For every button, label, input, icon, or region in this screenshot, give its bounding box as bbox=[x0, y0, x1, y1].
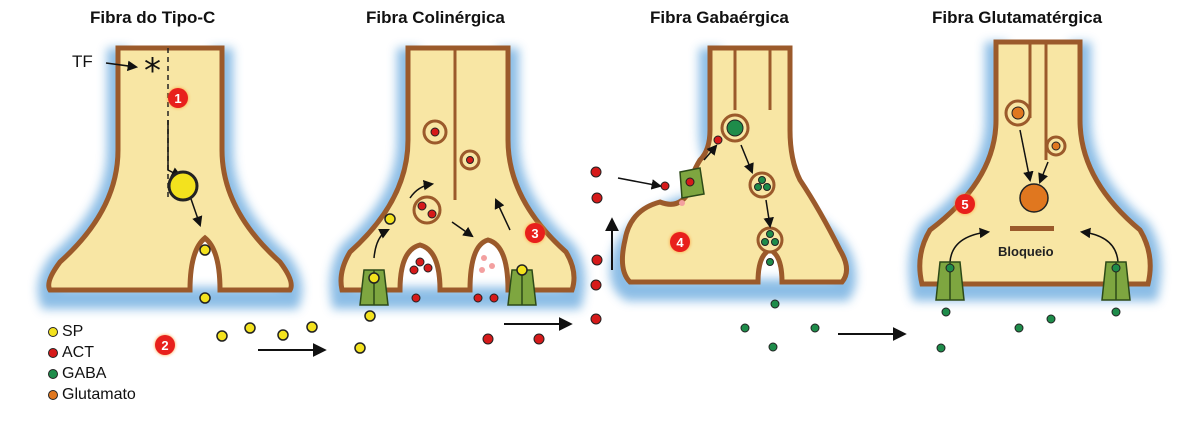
gaba-dot bbox=[1112, 264, 1120, 272]
gaba-dot bbox=[1047, 315, 1055, 323]
legend-item-glutamate: Glutamato bbox=[48, 384, 136, 405]
act-dot bbox=[591, 280, 601, 290]
act-dot bbox=[474, 294, 482, 302]
sp-dot bbox=[307, 322, 317, 332]
gaba-dot bbox=[942, 308, 950, 316]
legend-label: Glutamato bbox=[62, 386, 136, 404]
panel-gabaergic-fiber bbox=[618, 48, 847, 351]
act-dot bbox=[592, 255, 602, 265]
gaba-dot bbox=[937, 344, 945, 352]
legend-swatch bbox=[48, 327, 58, 337]
gaba-dot bbox=[811, 324, 819, 332]
gaba-dot bbox=[771, 300, 779, 308]
panel-title-gabaergic: Fibra Gabaérgica bbox=[650, 8, 789, 28]
terminal-body bbox=[341, 48, 574, 290]
arrow-in bbox=[618, 178, 660, 186]
legend: SP ACT GABA Glutamato bbox=[48, 321, 136, 405]
gaba-dot bbox=[772, 239, 779, 246]
block-label: Bloqueio bbox=[998, 244, 1054, 259]
sp-dot-released bbox=[200, 245, 210, 255]
legend-swatch bbox=[48, 369, 58, 379]
act-dot bbox=[679, 200, 685, 206]
gaba-dot bbox=[767, 259, 774, 266]
act-dot bbox=[661, 182, 669, 190]
gaba-dot bbox=[755, 184, 762, 191]
gaba-dot bbox=[727, 120, 743, 136]
sp-dot bbox=[517, 265, 527, 275]
gaba-dot bbox=[762, 239, 769, 246]
step-marker-4: 4 bbox=[670, 232, 690, 252]
gaba-dot bbox=[1015, 324, 1023, 332]
act-dot bbox=[431, 128, 439, 136]
tf-label: TF bbox=[72, 52, 93, 72]
legend-item-gaba: GABA bbox=[48, 363, 136, 384]
block-bar bbox=[1010, 226, 1054, 231]
sp-large-vesicle bbox=[169, 172, 197, 200]
act-dot bbox=[686, 178, 694, 186]
act-dot bbox=[483, 334, 493, 344]
gaba-dot bbox=[741, 324, 749, 332]
gaba-dot bbox=[759, 177, 766, 184]
legend-item-sp: SP bbox=[48, 321, 136, 342]
glutamate-dot bbox=[1052, 142, 1060, 150]
panel-title-cholinergic: Fibra Colinérgica bbox=[366, 8, 505, 28]
gaba-dot bbox=[764, 184, 771, 191]
vesicle bbox=[414, 197, 440, 223]
legend-swatch bbox=[48, 348, 58, 358]
sp-dot-released bbox=[200, 293, 210, 303]
act-dot bbox=[424, 264, 432, 272]
sp-dot bbox=[355, 343, 365, 353]
legend-swatch bbox=[48, 390, 58, 400]
act-dot bbox=[489, 263, 495, 269]
step-marker-5: 5 bbox=[955, 194, 975, 214]
step-marker-3: 3 bbox=[525, 223, 545, 243]
sp-dot bbox=[365, 311, 375, 321]
act-dot bbox=[467, 157, 474, 164]
gaba-dot bbox=[769, 343, 777, 351]
gaba-dot bbox=[946, 264, 954, 272]
terminal-body bbox=[49, 48, 292, 290]
act-dot bbox=[479, 267, 485, 273]
act-dot bbox=[591, 167, 601, 177]
act-dot bbox=[490, 294, 498, 302]
sp-dot bbox=[278, 330, 288, 340]
act-dot bbox=[714, 136, 722, 144]
step-marker-2: 2 bbox=[155, 335, 175, 355]
panel-title-c-fiber: Fibra do Tipo-C bbox=[90, 8, 215, 28]
act-dot bbox=[592, 193, 602, 203]
act-dot bbox=[481, 255, 487, 261]
act-dot bbox=[410, 266, 418, 274]
legend-label: GABA bbox=[62, 365, 106, 383]
act-dot bbox=[416, 258, 424, 266]
gaba-dot bbox=[1112, 308, 1120, 316]
act-dot bbox=[534, 334, 544, 344]
glutamate-large-vesicle bbox=[1020, 184, 1048, 212]
legend-label: SP bbox=[62, 323, 83, 341]
act-dot bbox=[412, 294, 420, 302]
sp-dot bbox=[245, 323, 255, 333]
legend-item-act: ACT bbox=[48, 342, 136, 363]
act-dot bbox=[591, 314, 601, 324]
panel-cholinergic-fiber bbox=[341, 48, 574, 321]
act-dot bbox=[418, 202, 426, 210]
panel-title-glutamatergic: Fibra Glutamatérgica bbox=[932, 8, 1102, 28]
panel-glutamatergic-fiber bbox=[920, 42, 1150, 352]
panel-c-fiber: * bbox=[49, 48, 292, 303]
glutamate-dot bbox=[1012, 107, 1024, 119]
legend-label: ACT bbox=[62, 344, 94, 362]
gaba-dot bbox=[767, 231, 774, 238]
act-dot bbox=[428, 210, 436, 218]
tf-star: * bbox=[144, 51, 161, 91]
sp-dot bbox=[217, 331, 227, 341]
sp-dot bbox=[385, 214, 395, 224]
sp-dot bbox=[369, 273, 379, 283]
step-marker-1: 1 bbox=[168, 88, 188, 108]
